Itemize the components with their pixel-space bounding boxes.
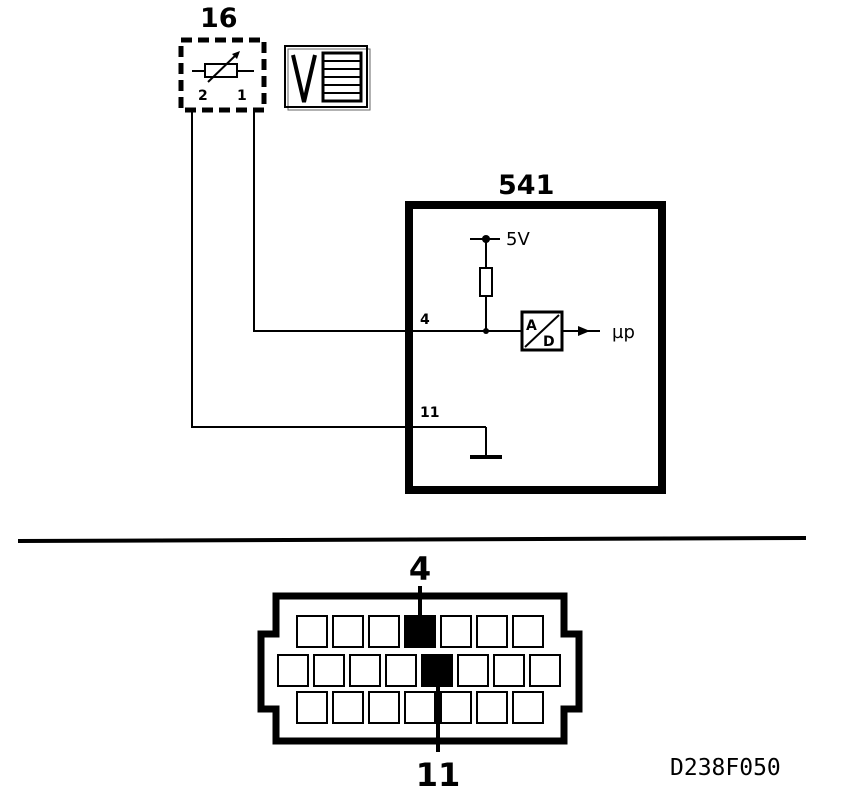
connector-cell <box>332 691 364 724</box>
ecu-label: 541 <box>498 170 554 201</box>
connector-cell <box>368 615 400 648</box>
connector-cell <box>296 615 328 648</box>
adc-label-d: D <box>543 334 555 350</box>
connector-cell <box>512 615 544 648</box>
connector-cell <box>440 615 472 648</box>
connector-cell <box>368 691 400 724</box>
sensor-pin-1-label: 1 <box>237 88 247 104</box>
connector-cells <box>277 615 561 724</box>
connector-cell <box>476 691 508 724</box>
connector-cell <box>476 615 508 648</box>
wiring <box>191 110 486 428</box>
connector-cell <box>332 615 364 648</box>
connector-cell <box>512 691 544 724</box>
sensor-dashed-housing <box>178 37 267 113</box>
connector-cell <box>296 691 328 724</box>
connector-cell <box>493 654 525 687</box>
connector-cell <box>313 654 345 687</box>
connector-pin-11-label: 11 <box>416 756 461 794</box>
connector-cell <box>440 691 472 724</box>
pullup-resistor-icon <box>479 267 493 297</box>
connector-cell-active <box>404 615 436 648</box>
ecu-541: 541 5V A D µp 4 11 <box>405 170 666 494</box>
connector-pin-4-label: 4 <box>409 550 431 588</box>
connector: 4 11 <box>257 550 583 794</box>
output-arrow-icon <box>578 326 590 336</box>
connector-cell <box>529 654 561 687</box>
adc-label-a: A <box>526 318 537 334</box>
sensor-pin-2-label: 2 <box>198 88 208 104</box>
adc-converter-icon: A D <box>520 310 564 352</box>
supply-label: 5V <box>506 229 530 250</box>
figure-code: D238F050 <box>670 755 781 781</box>
connector-cell <box>277 654 309 687</box>
connector-cell <box>385 654 417 687</box>
variable-resistor-icon <box>192 51 254 83</box>
sensor-label: 16 <box>200 3 238 34</box>
sensor-16: 16 2 1 <box>178 3 267 113</box>
level-sensor-icon <box>284 45 371 111</box>
ground-wire <box>191 110 486 428</box>
microprocessor-label: µp <box>612 322 635 343</box>
connector-cell <box>404 691 436 724</box>
ecu-pin-11-label: 11 <box>420 405 439 421</box>
ecu-housing <box>405 201 666 494</box>
ecu-pin-4-label: 4 <box>420 312 430 328</box>
connector-cell <box>349 654 381 687</box>
section-divider <box>17 536 807 543</box>
connector-cell <box>457 654 489 687</box>
signal-wire <box>253 110 486 332</box>
